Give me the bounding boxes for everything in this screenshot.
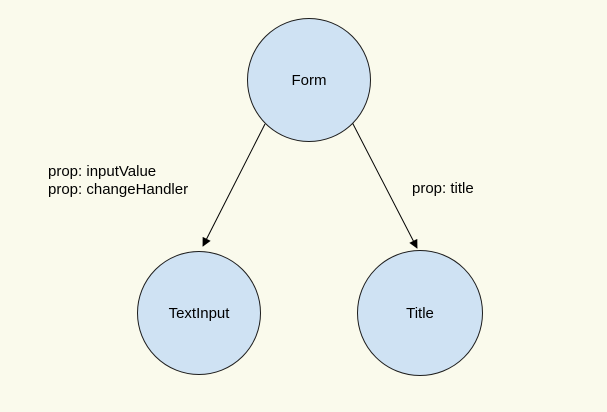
edge-label-form-title: prop: title <box>412 180 474 198</box>
edge-label-form-textinput: prop: inputValue prop: changeHandler <box>48 163 188 199</box>
node-textinput-label: TextInput <box>168 304 230 322</box>
node-title-label: Title <box>406 304 434 322</box>
node-title: Title <box>357 250 483 376</box>
node-textinput: TextInput <box>137 251 261 375</box>
node-form: Form <box>247 18 371 142</box>
edge-label-line: prop: inputValue <box>48 163 157 180</box>
edge-label-line: prop: title <box>412 180 474 197</box>
edge-label-line: prop: changeHandler <box>48 181 189 198</box>
node-form-label: Form <box>291 71 327 89</box>
edge-form-textinput <box>202 123 266 247</box>
edge-form-title <box>351 121 418 249</box>
